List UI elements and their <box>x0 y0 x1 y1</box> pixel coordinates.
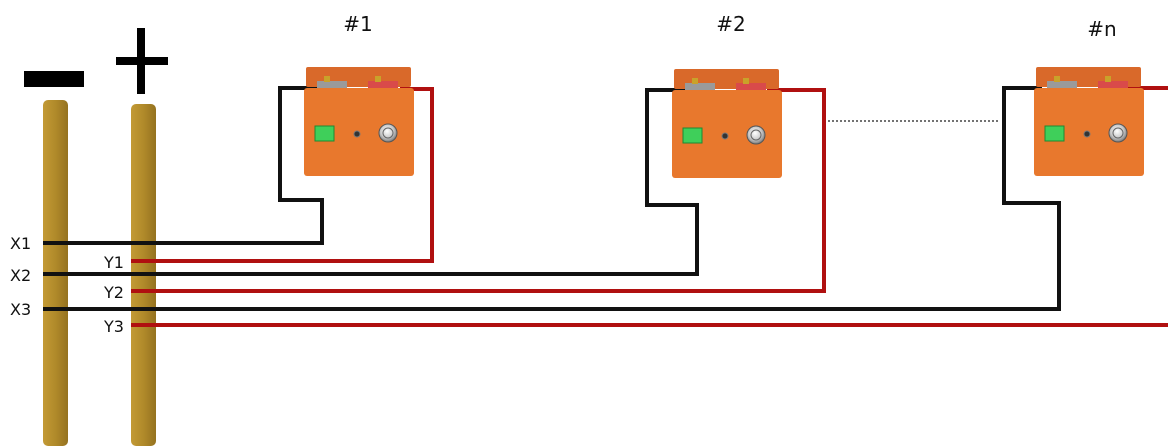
wire-x1 <box>43 86 324 245</box>
knob-icon <box>1108 123 1128 143</box>
knob-icon <box>378 123 398 143</box>
wires <box>43 86 1168 327</box>
battery-unit-n <box>1034 67 1144 176</box>
power-switch-icon <box>682 127 703 144</box>
connection-label-y3: Y3 <box>103 317 124 336</box>
indicator-led <box>721 132 729 140</box>
connection-label-x2: X2 <box>10 266 31 285</box>
battery-unit-2 <box>672 69 782 178</box>
unit-2-label: #2 <box>716 12 745 36</box>
indicator-led <box>353 130 361 138</box>
connection-label-y2: Y2 <box>103 283 124 302</box>
wire-x3 <box>43 86 1061 311</box>
wire-x2 <box>43 88 699 276</box>
connection-label-x3: X3 <box>10 300 31 319</box>
wire-y1 <box>131 87 434 263</box>
power-switch-icon <box>1044 125 1065 142</box>
wire-y2 <box>131 88 826 293</box>
battery-unit-1 <box>304 67 414 176</box>
connection-label-x1: X1 <box>10 234 31 253</box>
connection-label-y1: Y1 <box>103 253 124 272</box>
indicator-led <box>1083 130 1091 138</box>
plus-sign <box>116 28 168 94</box>
unit-1-label: #1 <box>343 12 372 36</box>
minus-sign <box>24 71 84 87</box>
power-switch-icon <box>314 125 335 142</box>
unit-n-label: #n <box>1087 17 1116 41</box>
knob-icon <box>746 125 766 145</box>
